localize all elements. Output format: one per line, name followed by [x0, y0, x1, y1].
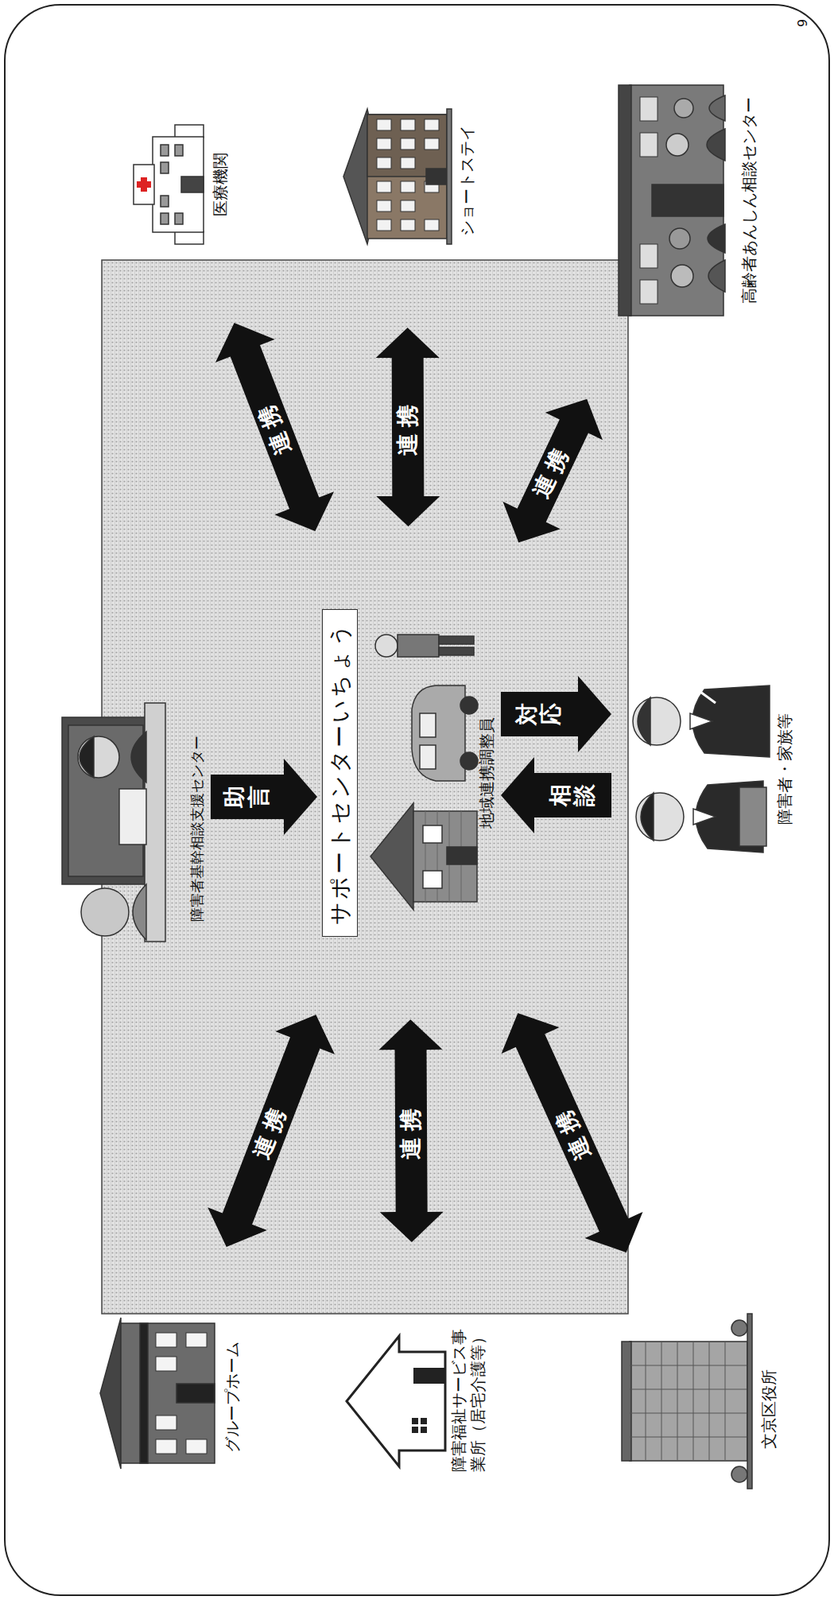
node-box: 高齢者あんしん相談センター	[604, 57, 759, 344]
short-stay-icon	[343, 108, 452, 245]
node-box: 障害者基幹相談支援センター	[57, 693, 206, 964]
thick-arrow	[379, 1019, 444, 1242]
node-box: 文京区役所	[616, 1317, 779, 1501]
node-box: 障害福祉サービス事 業所（居宅介護等）	[337, 1313, 488, 1481]
node-box: 障害者・家族等	[616, 673, 795, 865]
thick-arrow	[207, 1014, 335, 1247]
node-label: 医療機関	[210, 112, 230, 257]
arrow-label: 相談	[548, 783, 598, 807]
node-label: ショートステイ	[457, 104, 477, 257]
page-frame	[4, 4, 830, 1595]
node-box: グループホーム	[95, 1313, 242, 1481]
elderly-center-icon	[618, 85, 726, 316]
node-box: 医療機関	[131, 112, 230, 257]
family-icon	[632, 685, 770, 853]
ward-office-icon	[621, 1313, 753, 1489]
thick-arrow	[376, 327, 441, 527]
node-label: グループホーム	[222, 1313, 242, 1481]
ground-area	[101, 259, 629, 1314]
arrow-label: 連携	[395, 398, 421, 456]
node-box: サポートセンターいちょう 地域連携調整員	[321, 597, 497, 948]
node-label: 障害者・家族等	[775, 673, 795, 865]
arrow-label: 対応	[515, 702, 565, 726]
node-label: 地域連携調整員	[477, 597, 497, 948]
service-office-icon	[346, 1335, 446, 1467]
node-box: ショートステイ	[337, 104, 477, 257]
node-label: 高齢者あんしん相談センター	[739, 57, 759, 344]
thick-arrow	[500, 675, 612, 753]
node-label: 文京区役所	[759, 1317, 779, 1501]
support-center-icon	[370, 634, 478, 910]
thick-arrow	[500, 756, 612, 834]
node-label: 障害福祉サービス事 業所（居宅介護等）	[449, 1322, 488, 1472]
thick-arrow	[503, 399, 604, 544]
node-label: 障害者基幹相談支援センター	[188, 693, 206, 964]
arrow-label: 助言	[222, 785, 272, 808]
group-home-icon	[100, 1317, 215, 1469]
thick-arrow	[215, 322, 334, 532]
hospital-icon	[133, 124, 204, 245]
page-number: 9	[795, 19, 811, 28]
consultation-desk-icon	[62, 702, 166, 942]
arrow-label: 連携	[398, 1101, 423, 1160]
thick-arrow	[210, 758, 318, 835]
thick-arrow	[501, 1012, 644, 1253]
center-title: サポートセンターいちょう	[321, 609, 358, 937]
